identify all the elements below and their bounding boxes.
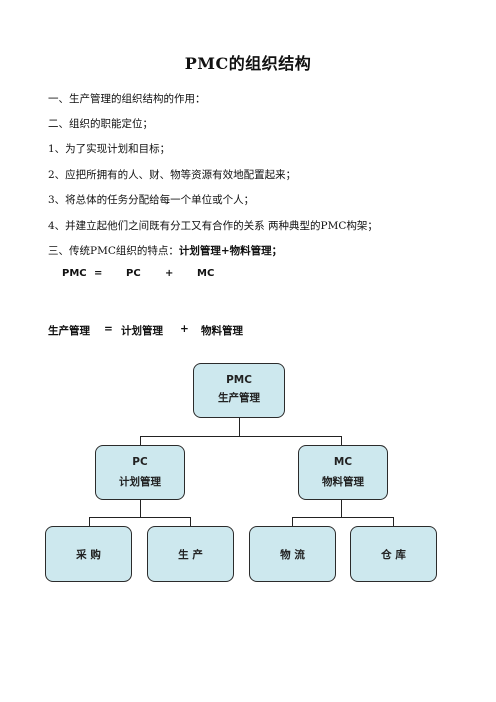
connector-to-warehouse bbox=[393, 517, 394, 526]
org-box-production: 生 产 bbox=[147, 526, 234, 582]
org-box-pc-code: PC bbox=[132, 456, 148, 468]
formula2-eq: = bbox=[104, 323, 113, 335]
connector-to-purchasing bbox=[89, 517, 90, 526]
connector-to-production bbox=[190, 517, 191, 526]
org-box-pmc: PMC 生产管理 bbox=[193, 363, 285, 418]
formula2-planning: 计划管理 bbox=[121, 325, 163, 337]
text-line-2: 二、组织的职能定位； bbox=[48, 118, 153, 130]
connector-mc-down bbox=[341, 500, 342, 517]
connector-pc-horizontal bbox=[89, 517, 191, 518]
connector-root-horizontal bbox=[140, 436, 342, 437]
org-box-mc-name: 物料管理 bbox=[322, 476, 364, 488]
line-7-bold: 计划管理+物料管理； bbox=[178, 245, 283, 257]
org-box-warehouse: 仓 库 bbox=[350, 526, 437, 582]
formula-pmc: PMC bbox=[62, 268, 87, 279]
text-line-4: 2、应把所拥有的人、财、物等资源有效地配置起来； bbox=[48, 169, 297, 181]
text-line-1: 一、生产管理的组织结构的作用： bbox=[48, 93, 206, 105]
line-7-prefix: 三、传统PMC组织的特点： bbox=[48, 245, 179, 257]
text-line-7: 三、传统PMC组织的特点：计划管理+物料管理； bbox=[48, 243, 282, 258]
org-box-purchasing: 采 购 bbox=[45, 526, 132, 582]
connector-to-pc bbox=[140, 436, 141, 445]
formula2-plus: + bbox=[180, 323, 189, 335]
org-box-logistics: 物 流 bbox=[249, 526, 336, 582]
org-box-pmc-name: 生产管理 bbox=[218, 392, 260, 404]
connector-mc-horizontal bbox=[292, 517, 394, 518]
formula2-material: 物料管理 bbox=[201, 325, 243, 337]
org-box-mc-code: MC bbox=[333, 456, 353, 468]
connector-root-down bbox=[239, 418, 240, 436]
org-box-pc-name: 计划管理 bbox=[119, 476, 161, 488]
org-box-mc: MC 物料管理 bbox=[298, 445, 388, 500]
connector-to-logistics bbox=[292, 517, 293, 526]
connector-pc-down bbox=[140, 500, 141, 517]
formula2-production: 生产管理 bbox=[48, 325, 90, 337]
connector-to-mc bbox=[341, 436, 342, 445]
text-line-5: 3、将总体的任务分配给每一个单位或个人； bbox=[48, 194, 255, 206]
formula-pc: PC bbox=[126, 268, 141, 279]
org-box-pc: PC 计划管理 bbox=[95, 445, 185, 500]
text-line-3: 1、为了实现计划和目标； bbox=[48, 143, 171, 155]
formula-plus: + bbox=[165, 268, 174, 279]
document-title: PMC的组织结构 bbox=[184, 54, 312, 73]
org-box-pmc-code: PMC bbox=[226, 374, 252, 386]
formula-mc: MC bbox=[197, 268, 215, 279]
formula-eq: = bbox=[94, 268, 103, 279]
text-line-6: 4、并建立起他们之间既有分工又有合作的关系 两种典型的PMC构架； bbox=[48, 220, 378, 232]
